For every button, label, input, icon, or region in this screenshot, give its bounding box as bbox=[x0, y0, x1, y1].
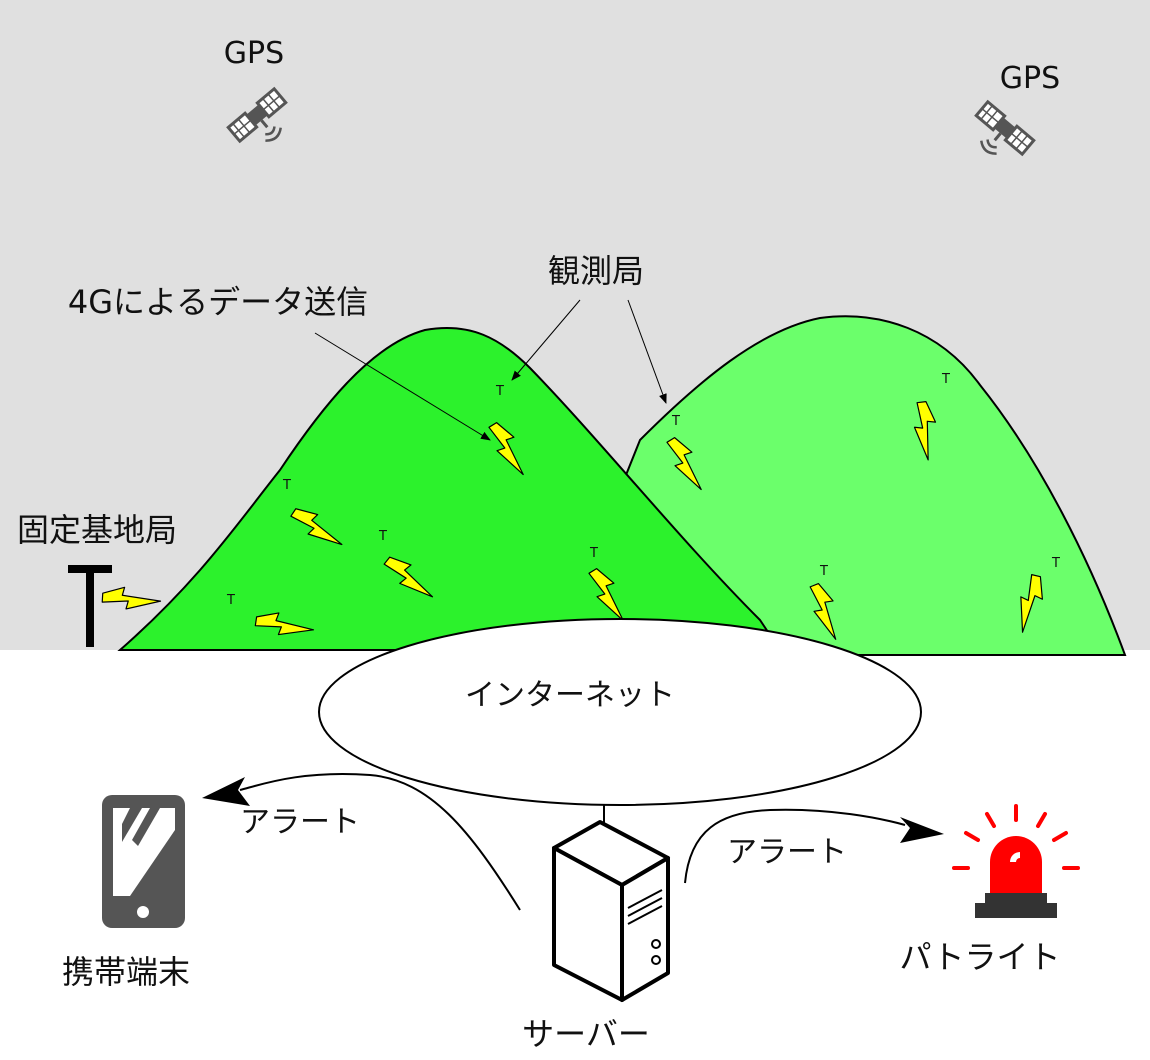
base-station-icon bbox=[68, 565, 112, 647]
observation-pointer-arrow bbox=[511, 299, 581, 381]
station-marker: T bbox=[589, 546, 598, 561]
smartphone-icon bbox=[102, 795, 185, 928]
fixed-base-station-label: 固定基地局 bbox=[17, 511, 177, 549]
alert-arrow-right bbox=[684, 808, 906, 884]
station-markers: T T T T T T T T T bbox=[226, 372, 1060, 608]
patlite-label: パトライト bbox=[900, 938, 1061, 976]
station-marker: T bbox=[378, 529, 387, 544]
internet-cloud bbox=[318, 618, 922, 806]
beacon-rays bbox=[952, 804, 1080, 870]
data-transmission-label: 4Gによるデータ送信 bbox=[68, 283, 368, 321]
internet-label: インターネット bbox=[465, 678, 675, 713]
station-marker: T bbox=[495, 384, 504, 399]
server-label: サーバー bbox=[522, 1015, 650, 1053]
mountain-left bbox=[117, 326, 782, 651]
station-marker: T bbox=[282, 478, 291, 493]
server-icon bbox=[552, 820, 670, 1002]
alert-arrow-left bbox=[239, 773, 521, 911]
data-transmission-pointer-arrow bbox=[314, 332, 491, 441]
gps-label-left: GPS bbox=[224, 36, 284, 71]
observation-stations-label: 観測局 bbox=[548, 252, 644, 290]
warning-light-icon bbox=[952, 804, 1080, 918]
gps-label-right: GPS bbox=[1000, 61, 1060, 96]
station-marker: T bbox=[226, 593, 235, 608]
alert-label-right: アラート bbox=[727, 835, 847, 870]
mobile-terminal-label: 携帯端末 bbox=[62, 953, 190, 991]
station-marker: T bbox=[671, 414, 680, 429]
satellite-icon bbox=[226, 86, 288, 144]
satellite-icon bbox=[974, 99, 1036, 157]
arrowhead-right bbox=[900, 817, 944, 843]
station-marker: T bbox=[941, 372, 950, 387]
observation-pointer-arrow bbox=[627, 299, 667, 404]
station-marker: T bbox=[1051, 556, 1060, 571]
alert-label-left: アラート bbox=[240, 805, 360, 840]
station-marker: T bbox=[819, 564, 828, 579]
arrowhead-left bbox=[202, 777, 250, 806]
